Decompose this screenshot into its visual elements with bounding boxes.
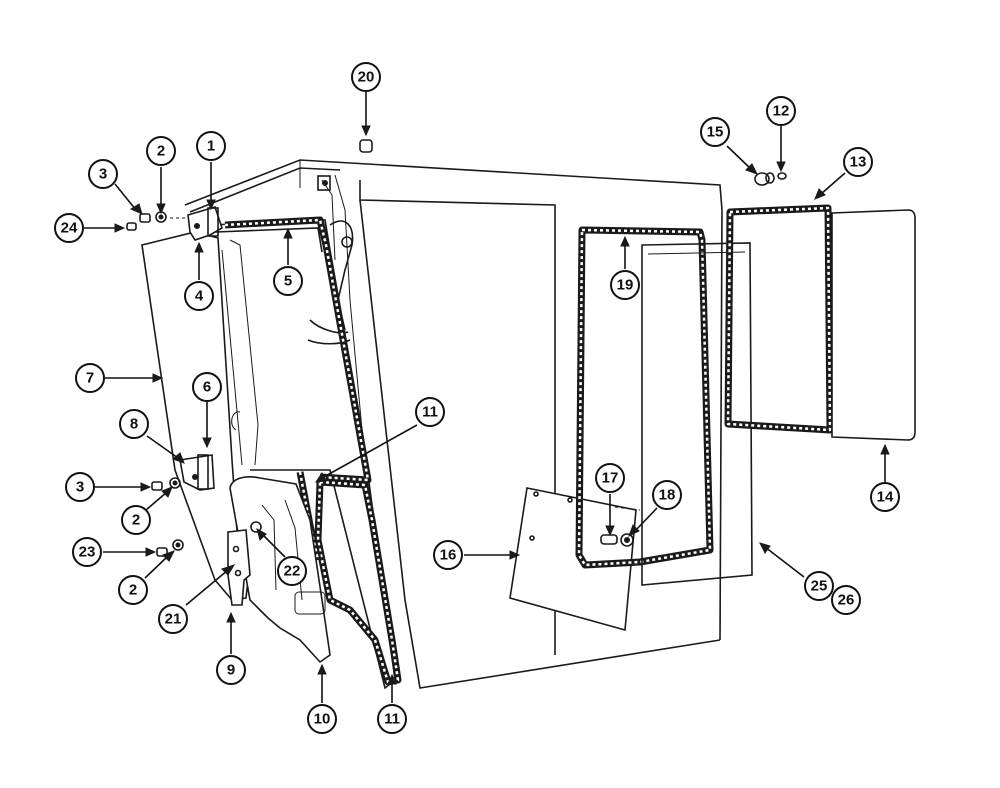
callout-label: 14 (877, 489, 894, 506)
lower-hinge (179, 454, 215, 491)
callout-label: 11 (422, 404, 438, 421)
callout-label: 2 (129, 582, 137, 599)
latch-plate (227, 529, 251, 606)
callout-2-middle: 2 (121, 505, 151, 535)
callout-12: 12 (766, 96, 796, 126)
rear-window-glass (641, 242, 753, 586)
top-plug (359, 139, 373, 153)
callout-4: 4 (184, 281, 214, 311)
upper-hinge-bolts (126, 211, 186, 231)
callout-2-lower: 2 (118, 575, 148, 605)
lower-door-seal (314, 478, 402, 686)
callout-23: 23 (72, 537, 102, 567)
callout-3-top: 3 (88, 159, 118, 189)
callout-label: 7 (86, 370, 94, 387)
leader-lines (84, 92, 890, 703)
callout-label: 9 (227, 662, 235, 679)
callout-label: 12 (773, 103, 790, 120)
callout-6: 6 (192, 372, 222, 402)
callout-label: 26 (838, 592, 855, 609)
callout-21: 21 (158, 604, 188, 634)
callout-15: 15 (700, 117, 730, 147)
callout-label: 16 (440, 547, 457, 564)
callout-20: 20 (351, 62, 381, 92)
callout-label: 6 (203, 379, 211, 396)
callout-label: 2 (157, 143, 165, 160)
callout-11-middle: 11 (415, 397, 445, 427)
callout-14: 14 (870, 482, 900, 512)
upper-hinge (187, 206, 223, 241)
callout-label: 24 (61, 220, 78, 237)
callout-19: 19 (610, 270, 640, 300)
callout-22: 22 (277, 556, 307, 586)
callout-24: 24 (54, 213, 84, 243)
callout-3-lower: 3 (65, 472, 95, 502)
lower-hinge-bolts (151, 477, 262, 557)
callout-7: 7 (75, 363, 105, 393)
callout-label: 22 (284, 563, 301, 580)
cab-body (184, 159, 723, 689)
callout-8: 8 (119, 409, 149, 439)
callout-label: 3 (76, 479, 84, 496)
callout-label: 15 (707, 124, 724, 141)
callout-13: 13 (843, 147, 873, 177)
callout-18: 18 (652, 480, 682, 510)
callout-label: 20 (358, 69, 375, 86)
callout-9: 9 (216, 655, 246, 685)
callout-label: 5 (284, 273, 292, 290)
callout-label: 18 (659, 487, 676, 504)
callout-2-top: 2 (146, 136, 176, 166)
side-window-hardware (754, 172, 787, 186)
callout-17: 17 (595, 463, 625, 493)
callout-label: 3 (99, 166, 107, 183)
callout-label: 17 (602, 470, 619, 487)
rear-latch (600, 506, 641, 547)
callout-label: 10 (314, 711, 331, 728)
side-glass-panel (509, 487, 637, 632)
callout-label: 4 (195, 288, 204, 305)
callout-1: 1 (196, 131, 226, 161)
callout-label: 8 (130, 416, 138, 433)
upper-door-seal (224, 216, 372, 484)
side-window-glass (831, 209, 916, 441)
callout-label: 19 (617, 277, 634, 294)
callout-26: 26 (831, 585, 861, 615)
rear-window-seal (575, 226, 714, 569)
callout-5: 5 (273, 266, 303, 296)
callout-label: 25 (811, 578, 828, 595)
callout-label: 23 (79, 544, 96, 561)
callout-16: 16 (433, 540, 463, 570)
callout-label: 21 (165, 611, 182, 628)
callout-11-bottom: 11 (377, 704, 407, 734)
side-window-seal (724, 204, 834, 434)
callout-label: 11 (384, 711, 400, 728)
callout-label: 13 (850, 154, 867, 171)
callout-label: 2 (132, 512, 140, 529)
callout-25: 25 (804, 571, 834, 601)
callout-10: 10 (307, 704, 337, 734)
callout-label: 1 (207, 138, 215, 155)
